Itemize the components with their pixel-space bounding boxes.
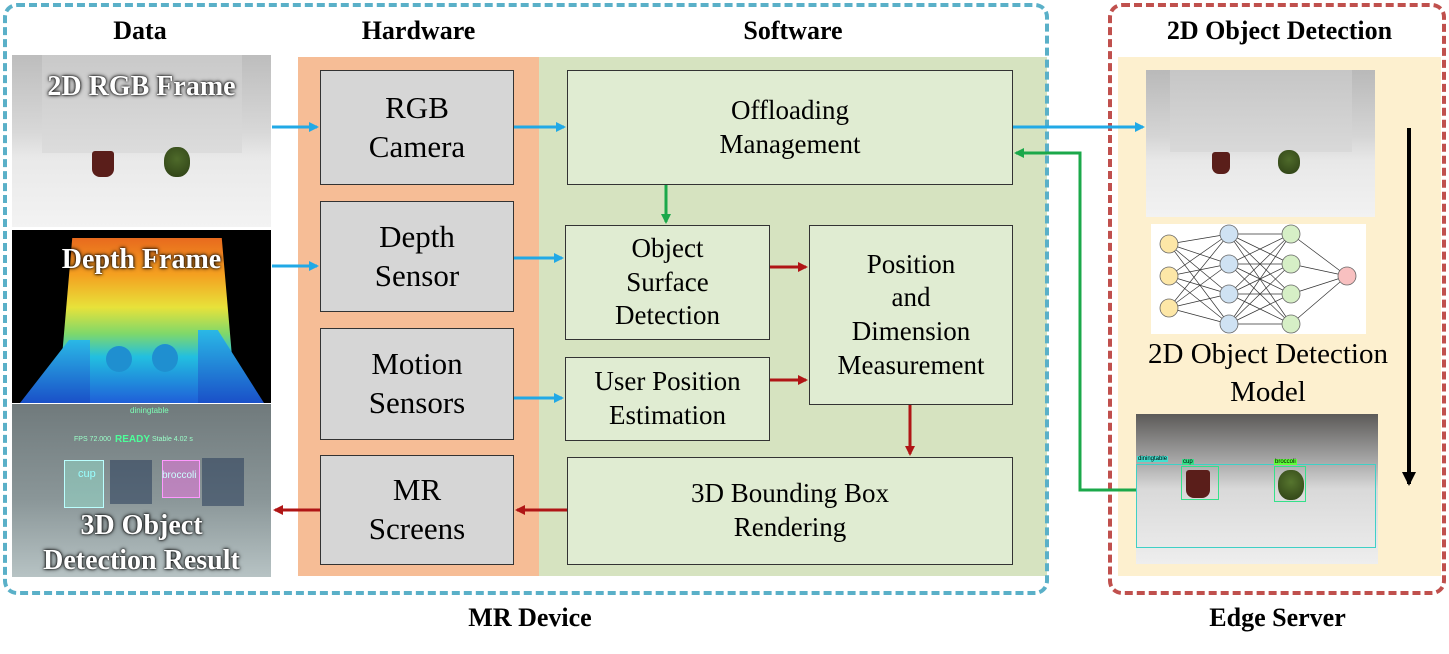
- header-software: Software: [743, 16, 843, 45]
- caption-edge-server: Edge Server: [1209, 603, 1346, 632]
- edge-broccoli-object: [1278, 150, 1300, 174]
- detection-result-label: 3D Object Detection Result: [43, 510, 240, 576]
- cup-bbox: [1181, 466, 1219, 500]
- broccoli-tag: broccoli: [1274, 459, 1297, 465]
- broccoli-bbox: [1274, 466, 1306, 502]
- hud-ready-label: READY: [115, 434, 151, 445]
- hud-top-label: diningtable: [130, 406, 169, 415]
- broccoli-bounding-box: [162, 460, 200, 498]
- depth-frame-label: Depth Frame: [61, 244, 222, 275]
- edge-output-image: diningtable cup broccoli: [1136, 414, 1378, 564]
- edge-output-cup: [1186, 470, 1210, 498]
- cup-object: [92, 151, 114, 177]
- rgb-frame-label: 2D RGB Frame: [47, 71, 236, 102]
- offloading-management-box: Offloading Management: [567, 70, 1013, 185]
- hud-broccoli-label: broccoli: [162, 470, 197, 481]
- info-panel-left: [110, 460, 152, 504]
- rgb-camera-box: RGB Camera: [320, 70, 514, 185]
- edge-cup-object: [1212, 152, 1230, 174]
- edge-input-image: [1146, 70, 1375, 217]
- header-hardware: Hardware: [361, 16, 476, 45]
- depth-sensor-box: Depth Sensor: [320, 201, 514, 312]
- hud-cup-label: cup: [78, 468, 96, 480]
- motion-sensors-box: Motion Sensors: [320, 328, 514, 440]
- header-2d-object-detection: 2D Object Detection: [1166, 16, 1393, 45]
- hud-stable-label: Stable 4.02 s: [152, 436, 193, 443]
- header-data: Data: [113, 16, 167, 45]
- detection-result-image: diningtable FPS 72.000 READY Stable 4.02…: [12, 404, 271, 577]
- object-surface-detection-box: Object Surface Detection: [565, 225, 770, 340]
- detection-model-label: 2D Object Detection Model: [1148, 338, 1388, 408]
- broccoli-object: [164, 147, 190, 177]
- bounding-box-rendering-box: 3D Bounding Box Rendering: [567, 457, 1013, 565]
- edge-output-broccoli: [1278, 470, 1304, 500]
- cup-tag: cup: [1182, 459, 1194, 465]
- dining-table-bbox: [1136, 464, 1376, 548]
- user-position-estimation-box: User Position Estimation: [565, 357, 770, 441]
- hud-fps-label: FPS 72.000: [74, 436, 111, 443]
- mr-screens-box: MR Screens: [320, 455, 514, 565]
- cup-bounding-box: [64, 460, 104, 508]
- dining-table-tag: diningtable: [1137, 456, 1169, 462]
- depth-frame-image: Depth Frame: [12, 230, 271, 403]
- rgb-frame-image: 2D RGB Frame: [12, 55, 271, 227]
- neural-network-graphic: [1151, 224, 1366, 334]
- position-dimension-measurement-box: Position and Dimension Measurement: [809, 225, 1013, 405]
- info-panel-right: [202, 458, 244, 506]
- caption-mr-device: MR Device: [468, 603, 592, 632]
